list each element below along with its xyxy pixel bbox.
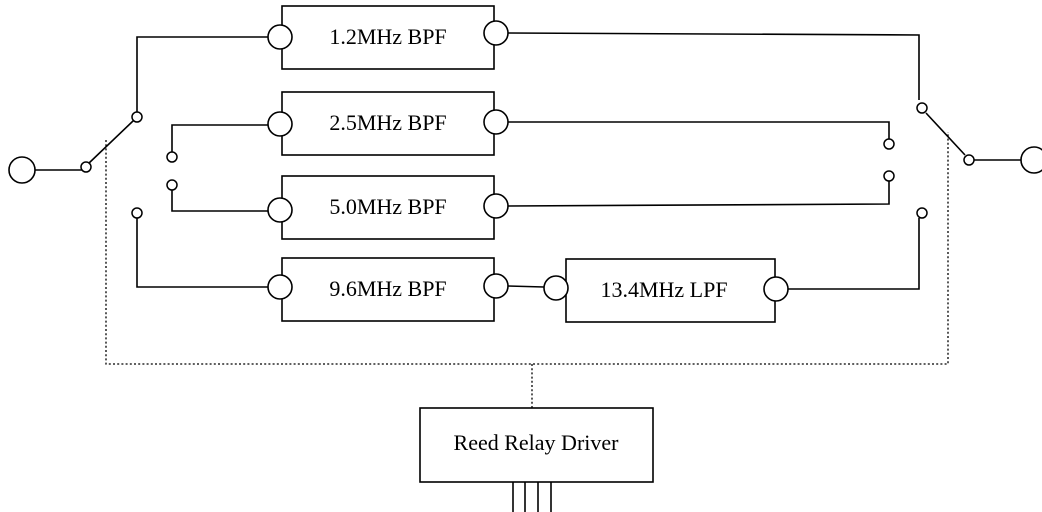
port-13-4mhz-out [763,276,789,302]
port-2-5mhz-in [267,111,293,137]
port-5-0mhz-out [483,193,509,219]
filter-block-13-4mhz: 13.4MHz LPF [565,258,776,323]
filter-box [281,257,495,322]
wire-2-5mhz-out [508,121,890,139]
filter-box [281,91,495,156]
filter-block-2-5mhz: 2.5MHz BPF [281,91,495,156]
port-1-2mhz-out [483,20,509,46]
input-switch-arm [87,120,134,165]
filter-block-1-2mhz: 1.2MHz BPF [281,5,495,70]
filter-box [281,5,495,70]
filter-label: 5.0MHz BPF [329,194,446,219]
wire-5-0mhz-in [171,190,268,212]
wire-9-6mhz-in [136,218,268,288]
input-port [8,156,36,184]
wire-1-2mhz-out [507,32,920,100]
filter-label: 13.4MHz LPF [600,277,727,302]
port-9-6mhz-in [267,274,293,300]
output-contact-1 [916,102,928,114]
input-contact-2 [166,151,178,163]
output-contact-2 [883,138,895,150]
port-9-6mhz-out [483,273,509,299]
port-2-5mhz-out [483,109,509,135]
filter-label: 9.6MHz BPF [329,276,446,301]
filter-box [565,258,776,323]
output-switch-arm [925,112,966,156]
port-5-0mhz-in [267,197,293,223]
filter-label: 2.5MHz BPF [329,110,446,135]
filter-ports [267,20,789,302]
wire-9-6-to-13-4 [507,285,545,288]
relay-driver-label: Reed Relay Driver [454,430,620,455]
input-switch-pivot [80,161,92,173]
wiring [35,32,1022,512]
port-13-4mhz-in [543,275,569,301]
filter-label: 1.2MHz BPF [329,24,446,49]
relay-driver-box [419,407,654,483]
output-switch-pivot [963,154,975,166]
output-contact-4 [916,207,928,219]
port-1-2mhz-in [267,24,293,50]
wire-5-0mhz-out [507,181,890,207]
output-switch-contacts [883,102,975,219]
output-port [1020,146,1042,174]
driver-control-lines [512,482,552,512]
filter-block-5-0mhz: 5.0MHz BPF [281,175,495,240]
wire-1-2mhz-in [136,36,268,112]
filter-block-9-6mhz: 9.6MHz BPF [281,257,495,322]
wire-13-4mhz-out [788,218,920,290]
relay-driver-block: Reed Relay Driver [419,407,654,483]
input-switch-contacts [80,111,178,219]
filter-box [281,175,495,240]
output-contact-3 [883,170,895,182]
wire-2-5mhz-in [171,124,268,152]
input-contact-4 [131,207,143,219]
relay-control-bus [105,132,949,365]
input-contact-1 [131,111,143,123]
input-contact-3 [166,179,178,191]
